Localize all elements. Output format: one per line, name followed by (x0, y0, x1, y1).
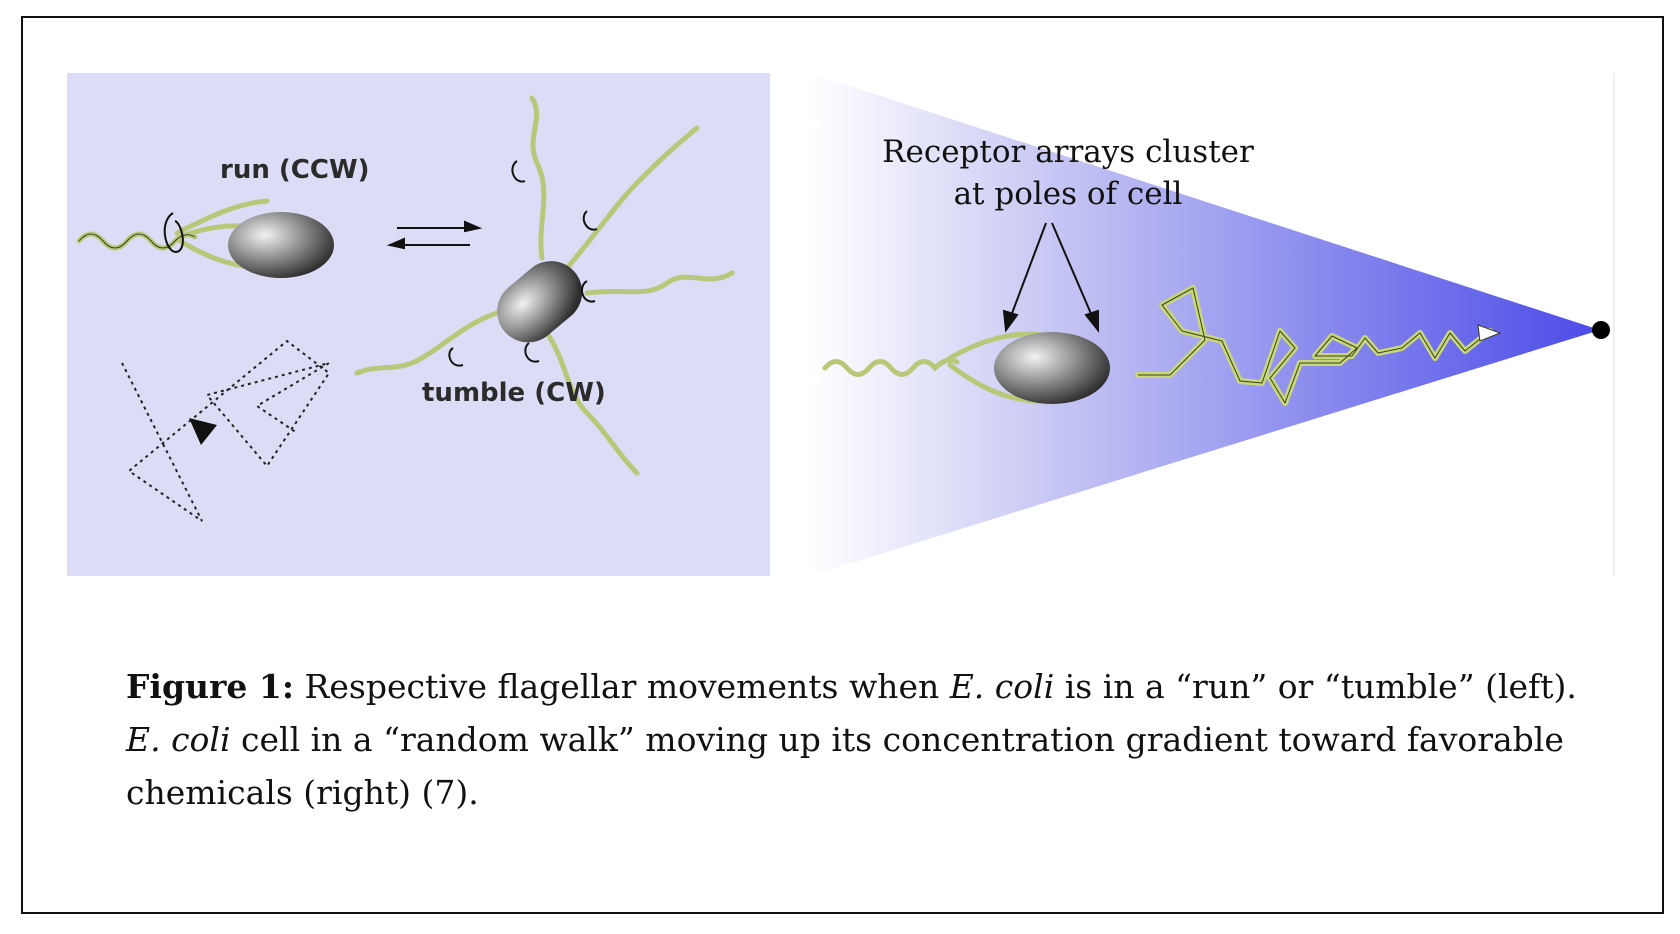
run-rotation-arrow (163, 212, 184, 253)
run-label: run (CCW) (220, 155, 370, 185)
run-cell (228, 212, 334, 278)
figure-label: Figure 1: (126, 667, 295, 706)
caption-text-1: Respective flagellar movements when (294, 667, 950, 706)
equilibrium-arrows (386, 220, 483, 250)
walk-direction-arrowhead (1477, 324, 1502, 342)
tumble-rotation-arrows (448, 160, 598, 367)
gradient-walk-illustration (810, 73, 1615, 576)
tumble-cell (497, 261, 583, 343)
receptor-annotation-line2: at poles of cell (953, 176, 1183, 212)
random-walk-path (121, 339, 331, 522)
run-tumble-panel: run (CCW) tumble (CW) (67, 73, 770, 576)
ecoli-cell (994, 332, 1110, 404)
biased-walk-path-outline (1138, 287, 1491, 404)
receptor-pointer-arrows (1002, 222, 1099, 333)
tumble-flagella (354, 95, 735, 476)
tumble-label: tumble (CW) (422, 378, 606, 408)
caption-text-3: cell in a “random walk” moving up its co… (126, 720, 1564, 812)
caption-ecoli-1: E. coli (949, 667, 1055, 706)
chemoattractant-source-dot (1592, 321, 1610, 339)
caption-text-2: is in a “run” or “tumble” (left). (1054, 667, 1577, 706)
concentration-gradient-cone (810, 73, 1600, 576)
figure-caption: Figure 1: Respective flagellar movements… (126, 660, 1606, 819)
run-flagella-outline (78, 233, 196, 249)
caption-ecoli-2: E. coli (126, 720, 231, 759)
receptor-annotation-line1: Receptor arrays cluster (882, 134, 1254, 170)
chemotaxis-panel: Receptor arrays cluster at poles of cell (810, 73, 1615, 576)
random-walk-arrow (189, 418, 217, 445)
run-tumble-illustration (76, 95, 735, 522)
